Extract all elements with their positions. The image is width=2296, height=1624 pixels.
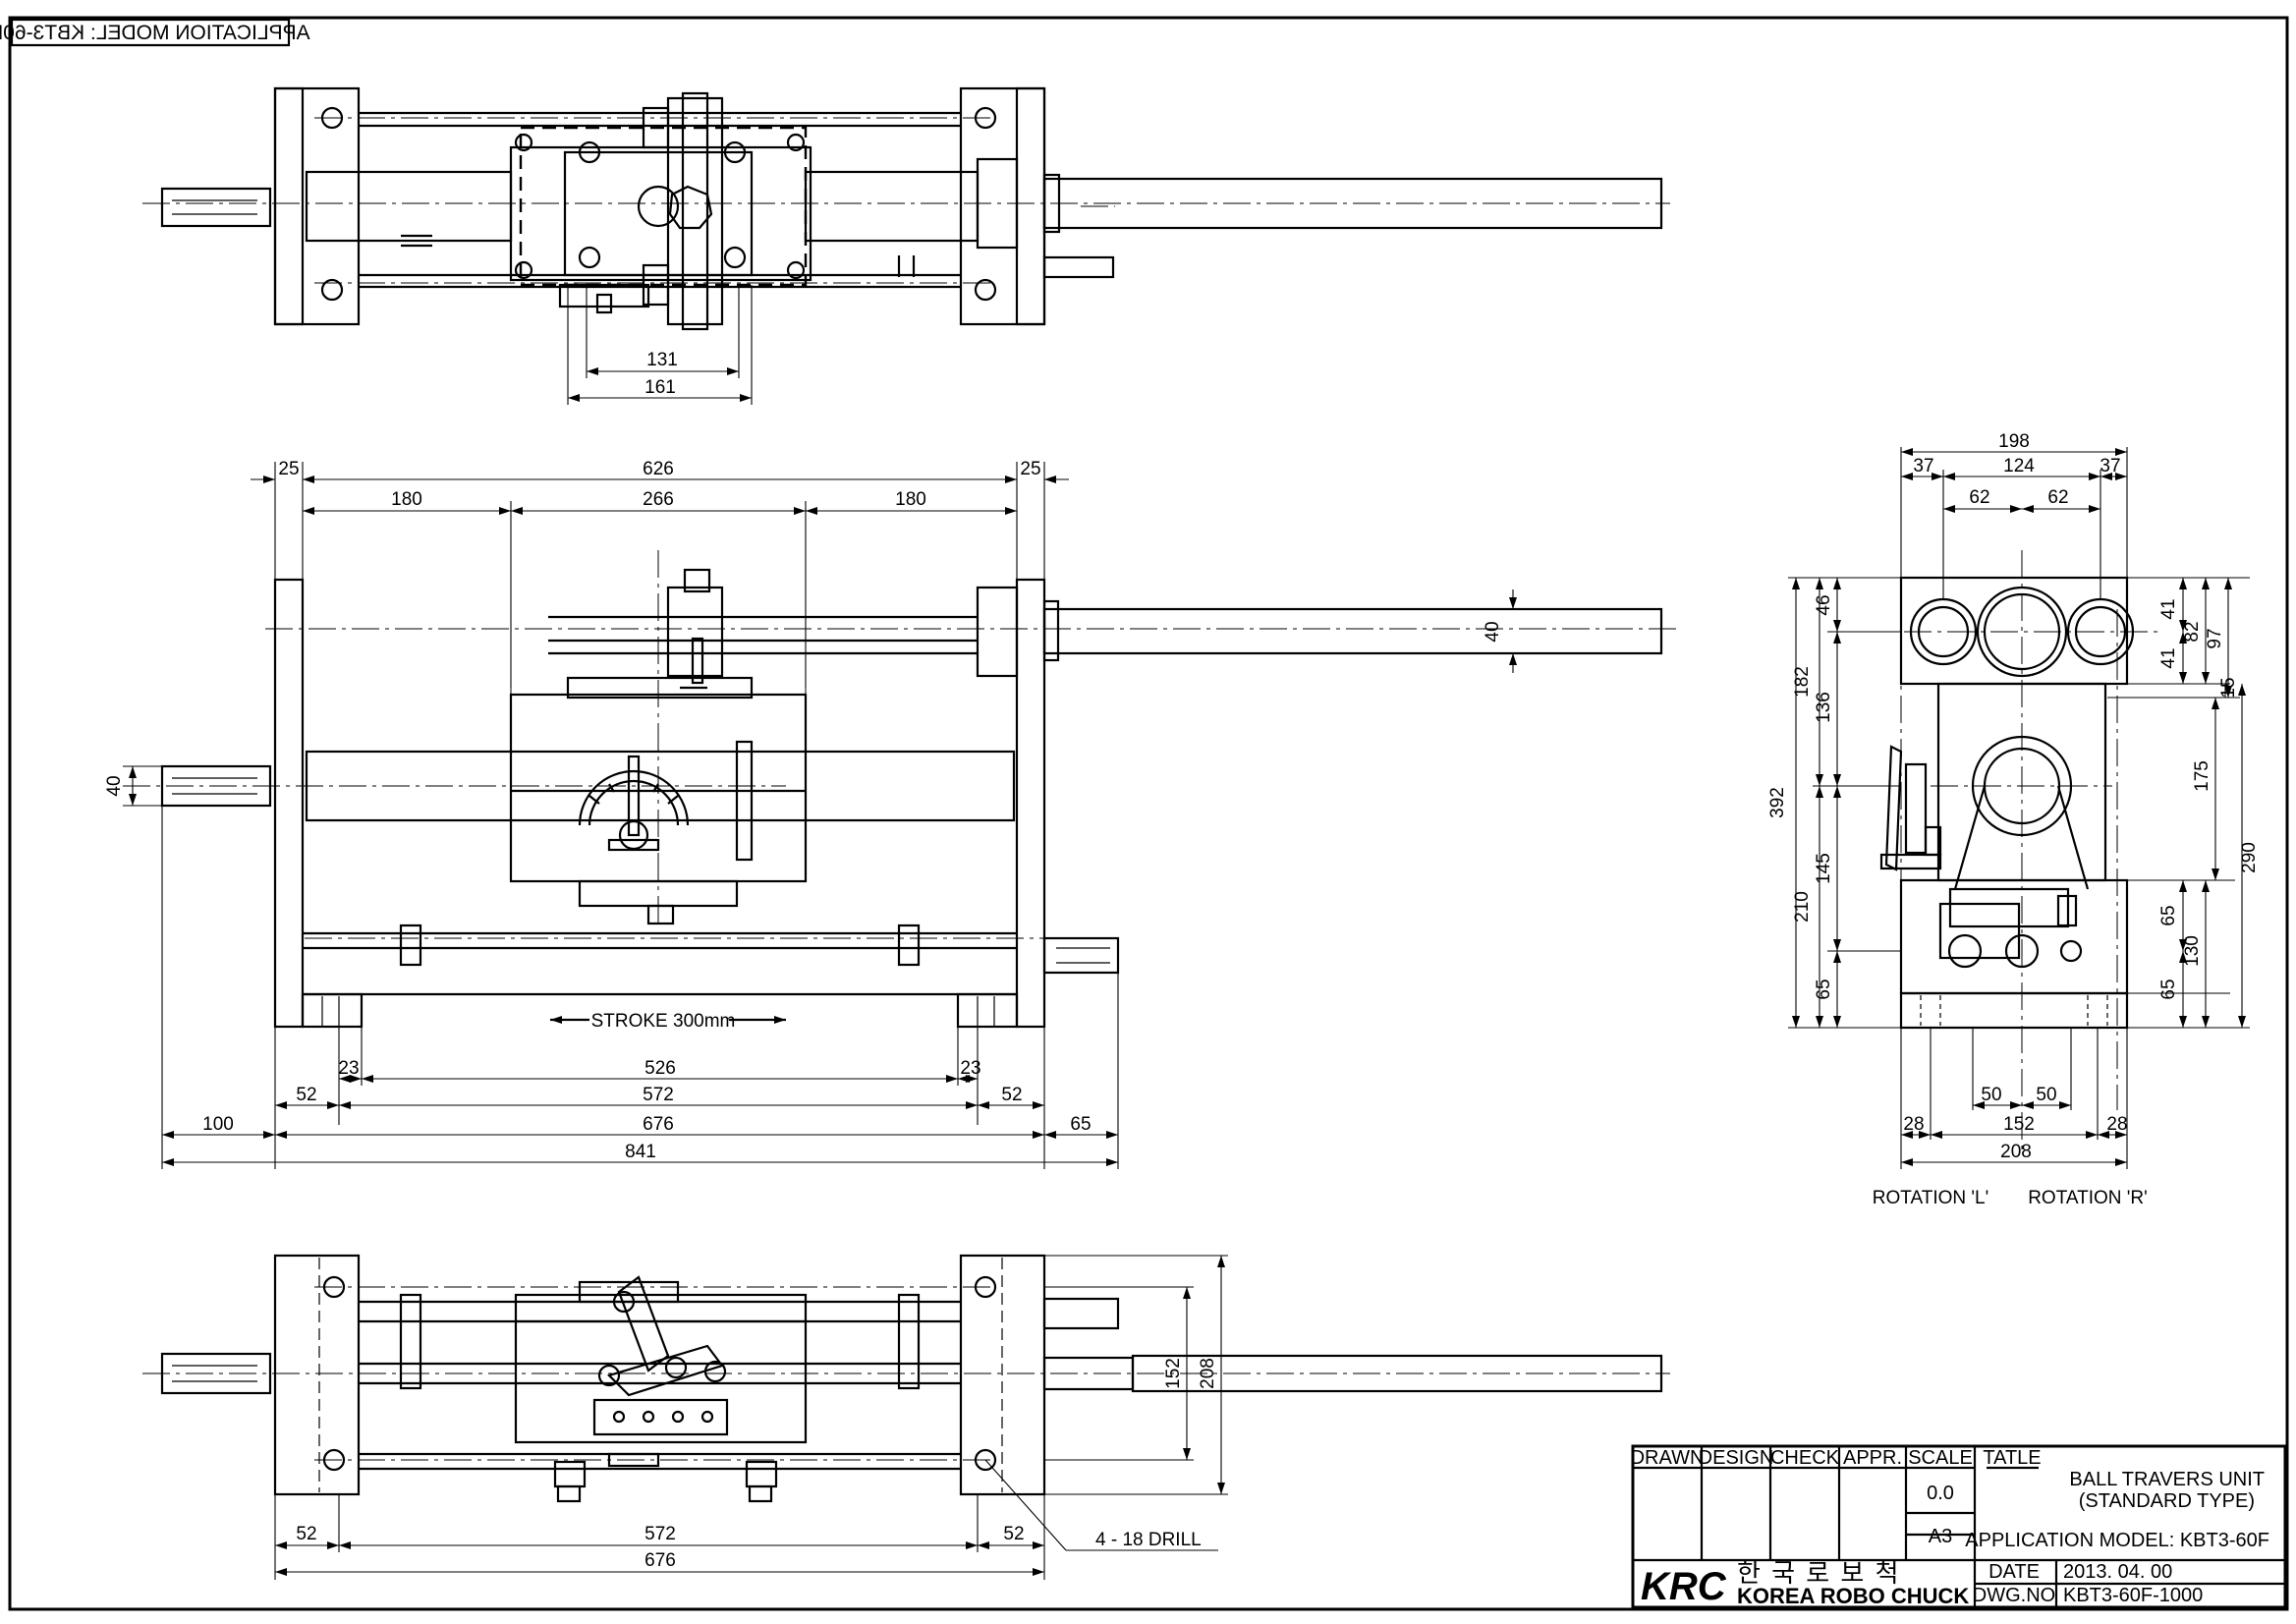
rotation-l-label: ROTATION 'L' [1873,1188,1988,1208]
application-model-note: APPLICATION MODEL: KBT3-60F [0,18,310,47]
dim-52-right: 52 [1001,1085,1022,1105]
top-view: 131 161 [142,86,1670,405]
krc-logo: KRC [1641,1565,1727,1608]
dim-152: 152 [2003,1114,2035,1135]
dwg-label: DWG.NO [1973,1585,2055,1606]
front-view: 25 626 25 180 266 180 40 40 STROKE 300mm [104,459,1680,1169]
dim-28-left: 28 [1903,1114,1924,1135]
dim-dia-40-shaft: 40 [1483,621,1503,642]
header-design: DESIGN [1699,1447,1774,1469]
dim-198: 198 [1998,431,2030,452]
dim-28-right: 28 [2106,1114,2127,1135]
dim-124: 124 [2003,456,2035,476]
dim-62-left: 62 [1969,487,1989,508]
dwg-value: KBT3-60F-1000 [2063,1585,2203,1606]
dim-50-right: 50 [2036,1085,2056,1105]
stroke-label: STROKE 300mm [591,1011,736,1032]
dim-572-bottom: 572 [644,1524,676,1544]
dim-65-left: 65 [1814,979,1834,999]
dim-841: 841 [625,1142,656,1162]
dim-182: 182 [1792,666,1813,698]
dim-572: 572 [643,1085,674,1105]
dim-152-bottom: 152 [1163,1358,1184,1389]
dim-52-left-bottom: 52 [296,1524,316,1544]
dim-15: 15 [2218,677,2239,698]
dim-180-right: 180 [895,489,926,510]
dim-210: 210 [1792,891,1813,923]
dim-676-bottom: 676 [644,1550,676,1571]
rotation-r-label: ROTATION 'R' [2028,1188,2148,1208]
header-appr: APPR. [1843,1447,1902,1469]
dim-526: 526 [644,1058,676,1079]
company-english: KOREA ROBO CHUCK [1737,1584,1969,1608]
dim-50-left: 50 [1981,1085,2001,1105]
dim-65-lower: 65 [2158,979,2179,999]
dim-62-right: 62 [2047,487,2068,508]
title-line2: (STANDARD TYPE) [2079,1490,2255,1512]
bottom-view: 52 572 52 676 152 208 4 - 18 DRILL [142,1254,1670,1580]
tatle-label: TATLE [1983,1447,2041,1469]
header-drawn: DRAWN [1631,1447,1705,1469]
dim-180-left: 180 [391,489,422,510]
dim-41-lower: 41 [2158,647,2179,668]
dim-97: 97 [2205,628,2225,648]
header-check: CHECK [1770,1447,1840,1469]
dim-161: 161 [644,377,676,398]
scale-value: 0.0 [1927,1483,1954,1504]
side-view: 198 37 124 37 62 62 392 182 210 46 136 1… [1767,431,2260,1208]
dim-41-upper: 41 [2158,598,2179,619]
dim-290: 290 [2239,842,2260,873]
date-value: 2013. 04. 00 [2063,1561,2172,1583]
date-label: DATE [1988,1561,2040,1583]
dim-676: 676 [643,1114,674,1135]
dim-65: 65 [1070,1114,1091,1135]
dim-52-left: 52 [296,1085,316,1105]
dim-82: 82 [2182,621,2203,642]
dim-208-bottom: 208 [1198,1358,1218,1389]
sheet-border [8,16,2289,1611]
dim-100: 100 [202,1114,234,1135]
dim-23-right: 23 [960,1058,980,1079]
dim-25-right: 25 [1020,459,1040,479]
dim-626: 626 [643,459,674,479]
title-application-model: APPLICATION MODEL: KBT3-60F [1965,1530,2269,1551]
dim-136: 136 [1814,692,1834,723]
dim-25-left: 25 [278,459,299,479]
dim-dia-40-input: 40 [104,775,125,796]
drill-note: 4 - 18 DRILL [1095,1530,1202,1550]
dim-37-left: 37 [1913,456,1933,476]
dim-52-right-bottom: 52 [1003,1524,1024,1544]
company-korean: 한 국 로 보 척 [1737,1558,1901,1588]
dim-266: 266 [643,489,674,510]
dim-130: 130 [2182,935,2203,967]
dim-208: 208 [2000,1142,2032,1162]
title-line1: BALL TRAVERS UNIT [2069,1469,2265,1490]
dim-131: 131 [646,350,678,370]
dim-392: 392 [1767,787,1788,818]
dim-37-right: 37 [2100,456,2120,476]
title-block: DRAWN DESIGN CHECK APPR. SCALE 0.0 A3 TA… [1631,1444,2287,1609]
paper-size: A3 [1929,1526,1952,1547]
dim-175: 175 [2192,760,2212,792]
dim-23-left: 23 [338,1058,359,1079]
dim-46: 46 [1814,594,1834,615]
dim-145: 145 [1814,853,1834,884]
header-scale: SCALE [1908,1447,1973,1469]
svg-text:APPLICATION MODEL: KBT3-60F: APPLICATION MODEL: KBT3-60F [0,22,310,44]
dim-65-upper: 65 [2158,905,2179,925]
stroke-indicator: STROKE 300mm [550,1011,786,1032]
